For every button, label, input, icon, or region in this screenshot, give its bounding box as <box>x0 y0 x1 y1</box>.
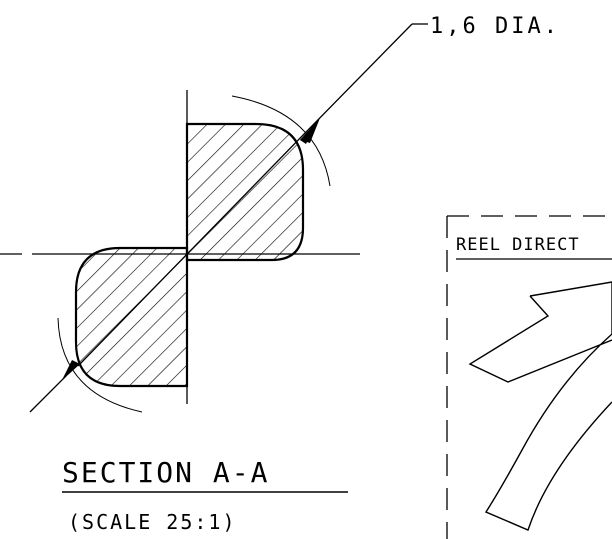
reel-direction-label: REEL DIRECT <box>456 235 580 255</box>
lower-leader <box>29 375 67 413</box>
reel-direction-arrow <box>468 281 612 531</box>
diameter-dimension-label: 1,6 DIA. <box>430 14 560 39</box>
lower-profile-section <box>74 246 189 388</box>
tangent-arc-lower <box>57 317 143 413</box>
dimension-leader <box>307 23 428 131</box>
diameter-dimension-line <box>77 129 309 367</box>
tangent-arc-upper <box>231 95 331 187</box>
reel-direction-box <box>446 215 612 539</box>
section-title: SECTION A-A <box>62 456 269 489</box>
section-scale-label: (SCALE 25:1) <box>68 510 237 534</box>
upper-profile-section <box>185 122 305 262</box>
